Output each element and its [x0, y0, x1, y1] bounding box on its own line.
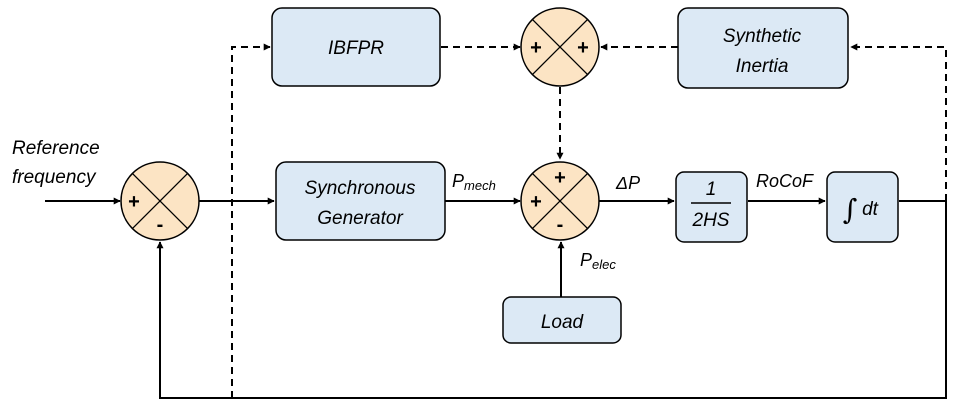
reference-frequency-label-line1: Reference: [12, 138, 100, 159]
integral-symbol: ∫: [843, 193, 858, 226]
sign-plus-left: +: [530, 37, 542, 59]
block-ibfpr-label: IBFPR: [328, 38, 384, 59]
block-synchronous-generator: Synchronous Generator: [275, 161, 446, 241]
block-load-label: Load: [541, 312, 585, 333]
sign-plus-left: +: [530, 191, 542, 213]
signal-rocof: RoCoF: [756, 171, 814, 191]
sign-plus-top: +: [554, 167, 566, 189]
integrator-dt: dt: [862, 199, 879, 220]
reference-frequency-label-line2: frequency: [12, 167, 97, 188]
block-ibfpr: IBFPR: [271, 7, 441, 87]
block-integrator: ∫ dt: [826, 171, 899, 243]
block-inertia-gain: 1 2HS: [675, 171, 748, 243]
sum-junction-auxiliary: + +: [520, 7, 600, 87]
wire-frequency-feedback: [156, 200, 947, 399]
gain-numerator: 1: [706, 179, 717, 200]
wire-inertia-feedback: [850, 43, 947, 201]
signal-p-elec: Pelec: [580, 250, 616, 272]
signal-delta-p: ΔP: [615, 173, 640, 193]
block-synthetic-inertia: Synthetic Inertia: [677, 7, 849, 89]
block-synthetic-inertia-line1: Synthetic: [723, 26, 802, 47]
block-load: Load: [502, 296, 622, 344]
sum-junction-reference: + -: [120, 161, 200, 241]
sign-minus-bottom: -: [557, 214, 564, 236]
sign-minus-bottom: -: [157, 214, 164, 236]
sign-plus-right: +: [577, 37, 589, 59]
signal-p-mech: Pmech: [452, 171, 496, 193]
wire-ibfpr-feedback: [231, 43, 271, 398]
block-synchronous-generator-line2: Generator: [317, 208, 403, 229]
block-synthetic-inertia-line2: Inertia: [736, 56, 789, 77]
sign-plus-left: +: [128, 191, 140, 213]
block-synchronous-generator-line1: Synchronous: [305, 178, 416, 199]
sum-junction-power-balance: + + -: [520, 161, 600, 241]
gain-denominator: 2HS: [692, 210, 730, 231]
